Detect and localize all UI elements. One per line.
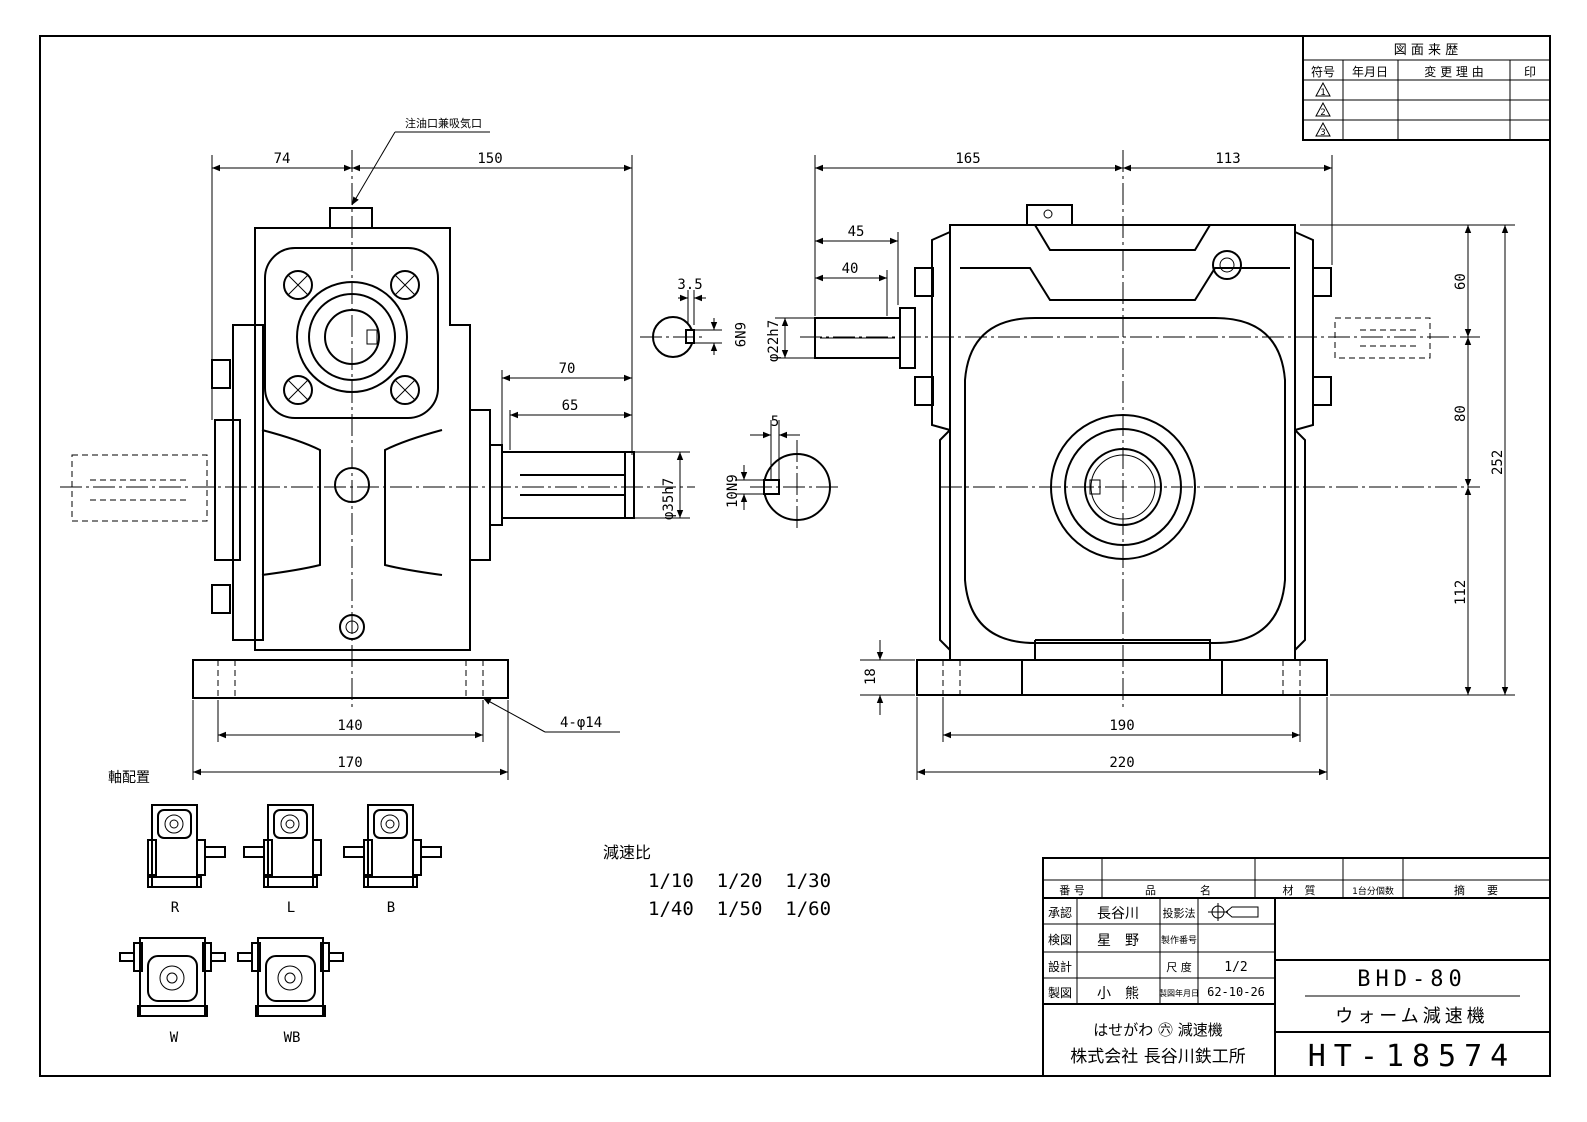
dim-165: 165 <box>955 151 980 167</box>
tb-approved-label: 承認 <box>1048 905 1072 920</box>
dim-80: 80 <box>1453 405 1469 422</box>
keyway-detail-large: 5 10N9 <box>725 414 840 530</box>
revision-table: 図 面 来 歴 符号 年月日 変 更 理 由 印 1 2 3 <box>1302 35 1551 141</box>
tb-drawn-label: 製図 <box>1048 986 1072 1000</box>
title-block: 番 号 品 名 材 質 1台分個数 摘 要 承認 長谷川 検図 星 野 設計 製… <box>1042 857 1551 1077</box>
dim-170: 170 <box>337 755 362 771</box>
keyway-small-width: 3.5 <box>677 277 702 293</box>
arrangement-label-W: W <box>170 1030 179 1046</box>
arrangement-B-icon <box>343 804 442 888</box>
revision-triangle-icon: 3 <box>1315 121 1331 138</box>
dim-70: 70 <box>559 361 576 377</box>
keyway-detail-small: 3.5 6N9 <box>640 277 747 358</box>
tb-designed-label: 設計 <box>1048 959 1072 974</box>
third-angle-projection-icon <box>1208 903 1259 921</box>
dim-252: 252 <box>1490 450 1506 475</box>
side-view-dimensions: 165 113 45 40 φ22h7 60 80 112 252 18 190 <box>766 151 1515 780</box>
tb-drawn-name: 小 熊 <box>1097 986 1139 1002</box>
rev-header-seal: 印 <box>1524 65 1536 79</box>
oil-port-callout: 注油口兼吸気口 <box>405 116 482 130</box>
bolt-icon <box>283 375 313 405</box>
tb-header-material: 材 質 <box>1283 883 1316 897</box>
keyway-large-width: 5 <box>771 414 779 430</box>
tb-checked-name: 星 野 <box>1097 933 1139 949</box>
arrangement-label-L: L <box>287 900 295 916</box>
bolt-icon <box>390 375 420 405</box>
arrangement-L-icon <box>243 804 322 888</box>
tb-scale-value: 1/2 <box>1224 960 1247 975</box>
tb-approved-name: 長谷川 <box>1097 906 1139 922</box>
bolt-icon <box>283 270 313 300</box>
arrangement-label-R: R <box>171 900 180 916</box>
shaft-arrangement-title: 軸配置 <box>108 770 150 786</box>
arrangement-W-icon <box>119 937 226 1017</box>
dim-40: 40 <box>842 261 859 277</box>
reduction-ratio-title: 減速比 <box>603 843 651 862</box>
dim-phi22h7: φ22h7 <box>766 320 782 362</box>
dim-140: 140 <box>337 718 362 734</box>
tb-header-remarks: 摘 要 <box>1454 883 1498 897</box>
dim-45: 45 <box>848 224 865 240</box>
side-view <box>800 150 1480 710</box>
dim-220: 220 <box>1109 755 1134 771</box>
dim-18: 18 <box>863 668 879 685</box>
arrangement-label-WB: WB <box>284 1030 301 1046</box>
rev-symbol-1: 1 <box>1320 88 1325 98</box>
keyway-small-tolerance: 6N9 <box>731 322 747 347</box>
front-view-dimensions: 74 150 70 65 φ35h7 140 170 注油口兼吸気口 4-φ14 <box>192 116 690 780</box>
tb-brand-line: はせがわ ㊅ 減速機 <box>1093 1021 1223 1039</box>
front-view <box>60 150 695 710</box>
tb-drawing-number: HT-18574 <box>1308 1039 1517 1074</box>
keyway-large-tolerance: 10N9 <box>725 474 741 508</box>
tb-work-no-label: 製作番号 <box>1161 934 1197 946</box>
tb-header-qty: 1台分個数 <box>1352 885 1394 897</box>
tb-header-number: 番 号 <box>1059 884 1085 897</box>
tb-date-value: 62-10-26 <box>1207 985 1265 999</box>
arrangement-R-icon <box>147 804 226 888</box>
dim-190: 190 <box>1109 718 1134 734</box>
tb-product-code: BHD-80 <box>1357 967 1466 992</box>
arrangement-WB-icon <box>237 937 344 1017</box>
tb-scale-label: 尺 度 <box>1166 960 1192 974</box>
dim-phi35h7: φ35h7 <box>661 478 677 520</box>
bolt-holes-callout: 4-φ14 <box>560 715 602 731</box>
dim-60: 60 <box>1453 273 1469 290</box>
revision-triangle-icon: 2 <box>1315 101 1331 118</box>
dim-74: 74 <box>274 151 291 167</box>
tb-company: 株式会社 長谷川鉄工所 <box>1070 1047 1245 1067</box>
rev-symbol-3: 3 <box>1320 128 1325 138</box>
arrangement-label-B: B <box>387 900 395 916</box>
tb-date-label: 製図年月日 <box>1159 988 1199 998</box>
tb-product-name: ウォーム減速機 <box>1335 1006 1488 1027</box>
revision-triangle-icon: 1 <box>1315 81 1331 98</box>
dim-112: 112 <box>1453 580 1469 605</box>
dim-150: 150 <box>477 151 502 167</box>
bolt-icon <box>390 270 420 300</box>
rev-header-date: 年月日 <box>1352 65 1388 79</box>
reduction-ratio-row2: 1/40 1/50 1/60 <box>648 898 831 920</box>
revision-table-title: 図 面 来 歴 <box>1394 43 1458 58</box>
sheet-border <box>39 35 1551 1077</box>
rev-symbol-2: 2 <box>1320 108 1325 118</box>
rev-header-reason: 変 更 理 由 <box>1424 64 1483 79</box>
tb-header-name: 品 名 <box>1145 883 1211 897</box>
tb-projection-label: 投影法 <box>1163 906 1196 920</box>
tb-checked-label: 検図 <box>1048 933 1072 947</box>
reduction-ratio-row1: 1/10 1/20 1/30 <box>648 870 831 892</box>
dim-65: 65 <box>562 398 579 414</box>
rev-header-symbol: 符号 <box>1311 64 1335 79</box>
dim-113: 113 <box>1215 151 1240 167</box>
